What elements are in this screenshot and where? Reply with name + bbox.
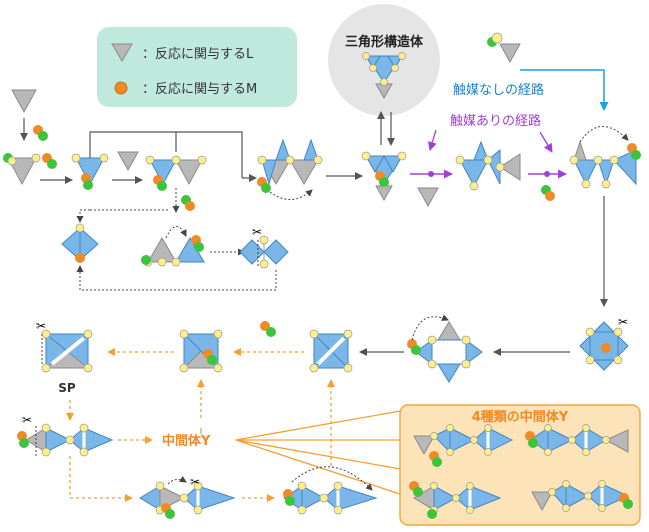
complex-5 bbox=[361, 151, 407, 202]
uncatalyzed-path-arrow bbox=[520, 69, 609, 111]
complex-12: ✂ bbox=[17, 413, 114, 457]
legend: ：反応に関与するL ：反応に関与するM bbox=[97, 27, 297, 107]
complex-8: ✂ bbox=[579, 315, 629, 371]
catalyzed-label: 触媒ありの経路 bbox=[450, 113, 541, 129]
intermediate-variant-4 bbox=[531, 480, 633, 512]
reactant-top-right bbox=[487, 32, 521, 64]
scissors-icon: ✂ bbox=[190, 475, 200, 489]
complex-11 bbox=[179, 329, 223, 373]
intermediate-label: 中間体Y bbox=[162, 433, 211, 449]
metal-pair-2 bbox=[42, 153, 57, 169]
ligand-L-start bbox=[11, 89, 37, 114]
sp-complex: ✂ bbox=[36, 319, 93, 373]
uncatalyzed-label: 触媒なしの経路 bbox=[453, 82, 544, 98]
metal-pair bbox=[33, 125, 48, 141]
intermediate-variant-1 bbox=[413, 424, 514, 467]
circle-title: 三角形構造体 bbox=[345, 34, 424, 50]
scissors-icon: ✂ bbox=[252, 225, 262, 239]
complex-6 bbox=[455, 140, 521, 191]
complex-7 bbox=[569, 126, 641, 189]
catalyzed-pointer-1 bbox=[427, 129, 437, 151]
complex-4 bbox=[257, 138, 323, 200]
intermediate-box-title: 4種類の中間体Y bbox=[472, 409, 569, 425]
intermediate-variant-2 bbox=[525, 424, 629, 456]
complex-2 bbox=[71, 153, 109, 190]
metal-pair-3 bbox=[541, 185, 555, 201]
complex-9 bbox=[407, 314, 483, 383]
intermediate-variant-3 bbox=[409, 481, 502, 519]
complex-3 bbox=[145, 155, 207, 191]
legend-metal-text: ：反応に関与するM bbox=[142, 82, 257, 97]
legend-ligand-text: ：反応に関与するL bbox=[142, 47, 254, 62]
ligand-legend-icon bbox=[111, 43, 133, 62]
complex-13: ✂ bbox=[139, 475, 236, 519]
complex-14 bbox=[283, 466, 378, 515]
catalyzed-pointer-2 bbox=[539, 131, 553, 153]
triangle-structure-circle: 三角形構造体 bbox=[328, 4, 440, 116]
scissors-icon: ✂ bbox=[36, 319, 46, 333]
intermediate-box: 4種類の中間体Y bbox=[399, 404, 641, 526]
scissors-icon: ✂ bbox=[22, 413, 32, 427]
sub-loop: ✂ bbox=[61, 188, 289, 291]
metal-pair-4 bbox=[260, 321, 276, 337]
scissors-icon: ✂ bbox=[618, 315, 628, 329]
complex-1 bbox=[3, 153, 41, 186]
metal-legend-icon bbox=[114, 81, 128, 95]
complex-10 bbox=[309, 329, 353, 373]
sp-label: SP bbox=[58, 381, 76, 395]
